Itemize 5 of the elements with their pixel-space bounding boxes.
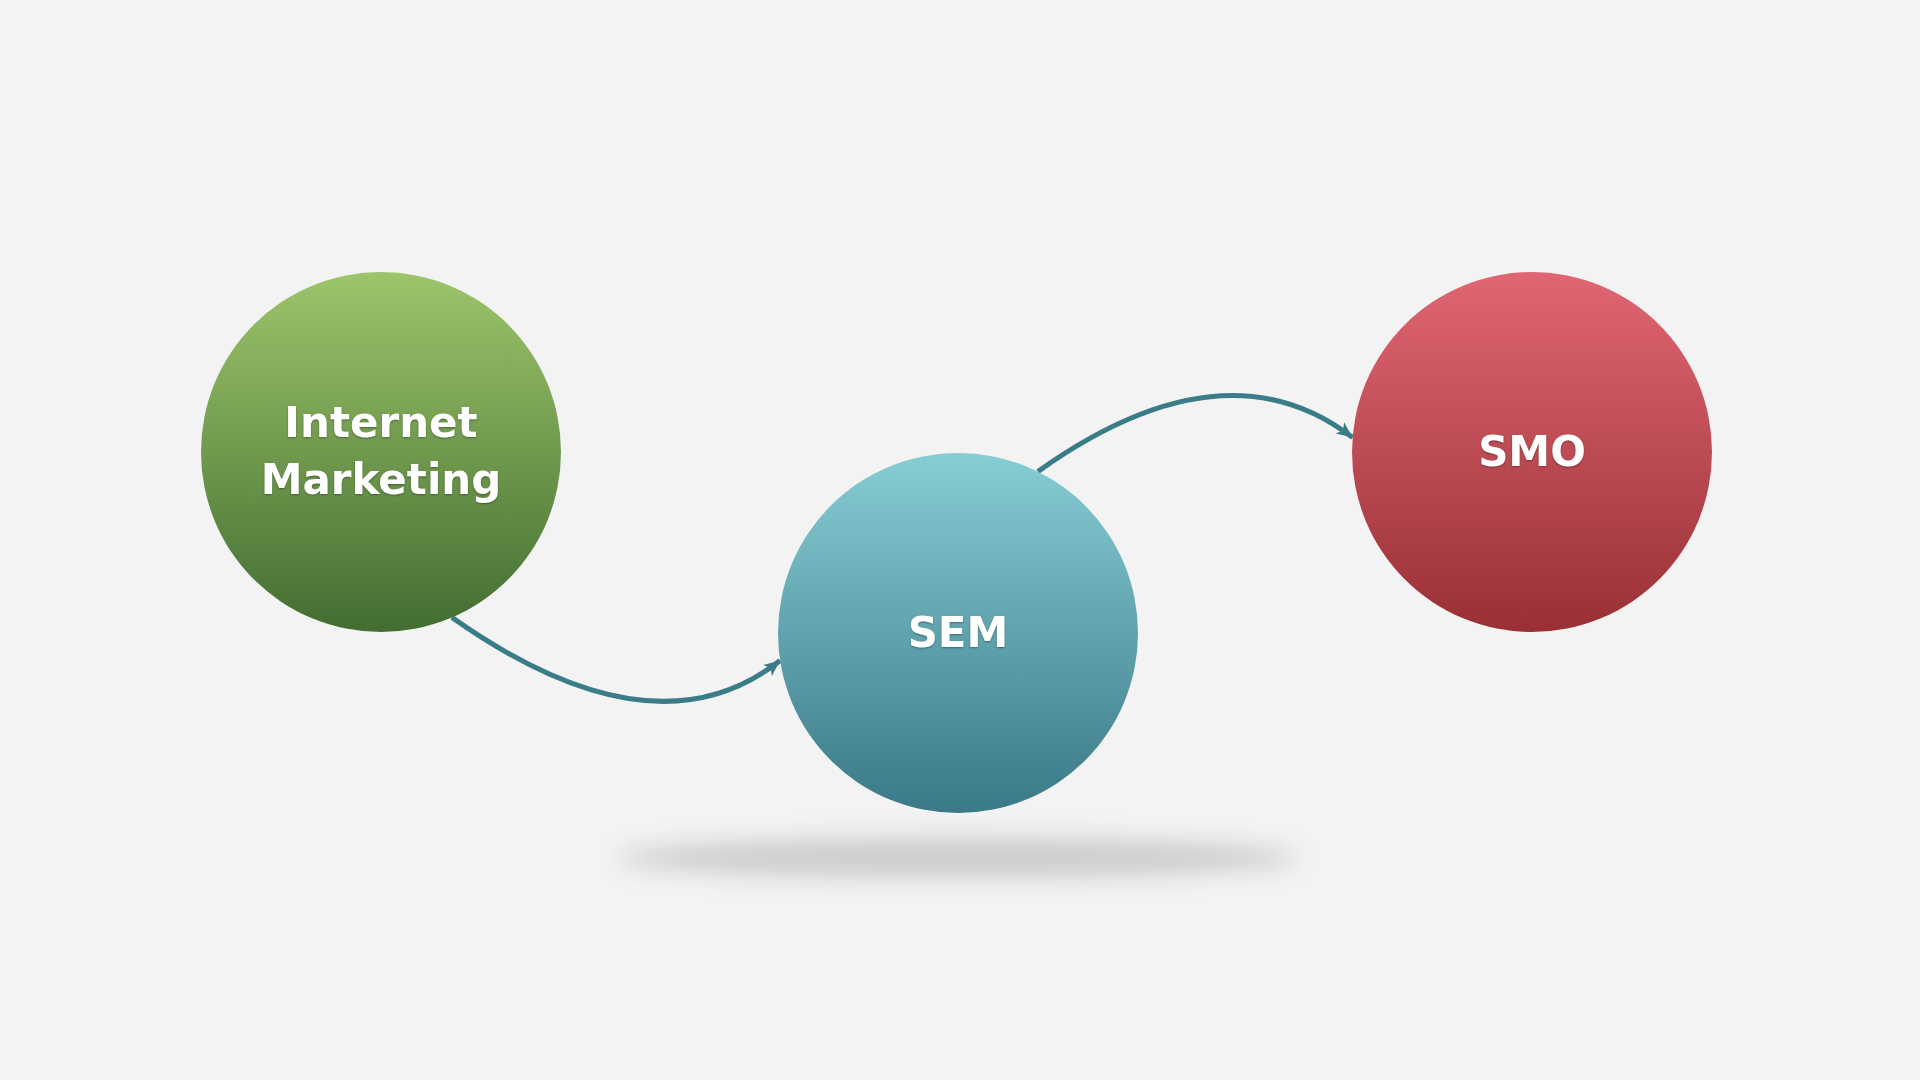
node-label: SEM — [907, 606, 1009, 659]
node-label: Internet Marketing — [259, 397, 503, 506]
curved-arrow — [1036, 393, 1354, 474]
node-label: SMO — [1478, 425, 1586, 478]
curved-arrow — [450, 615, 782, 704]
